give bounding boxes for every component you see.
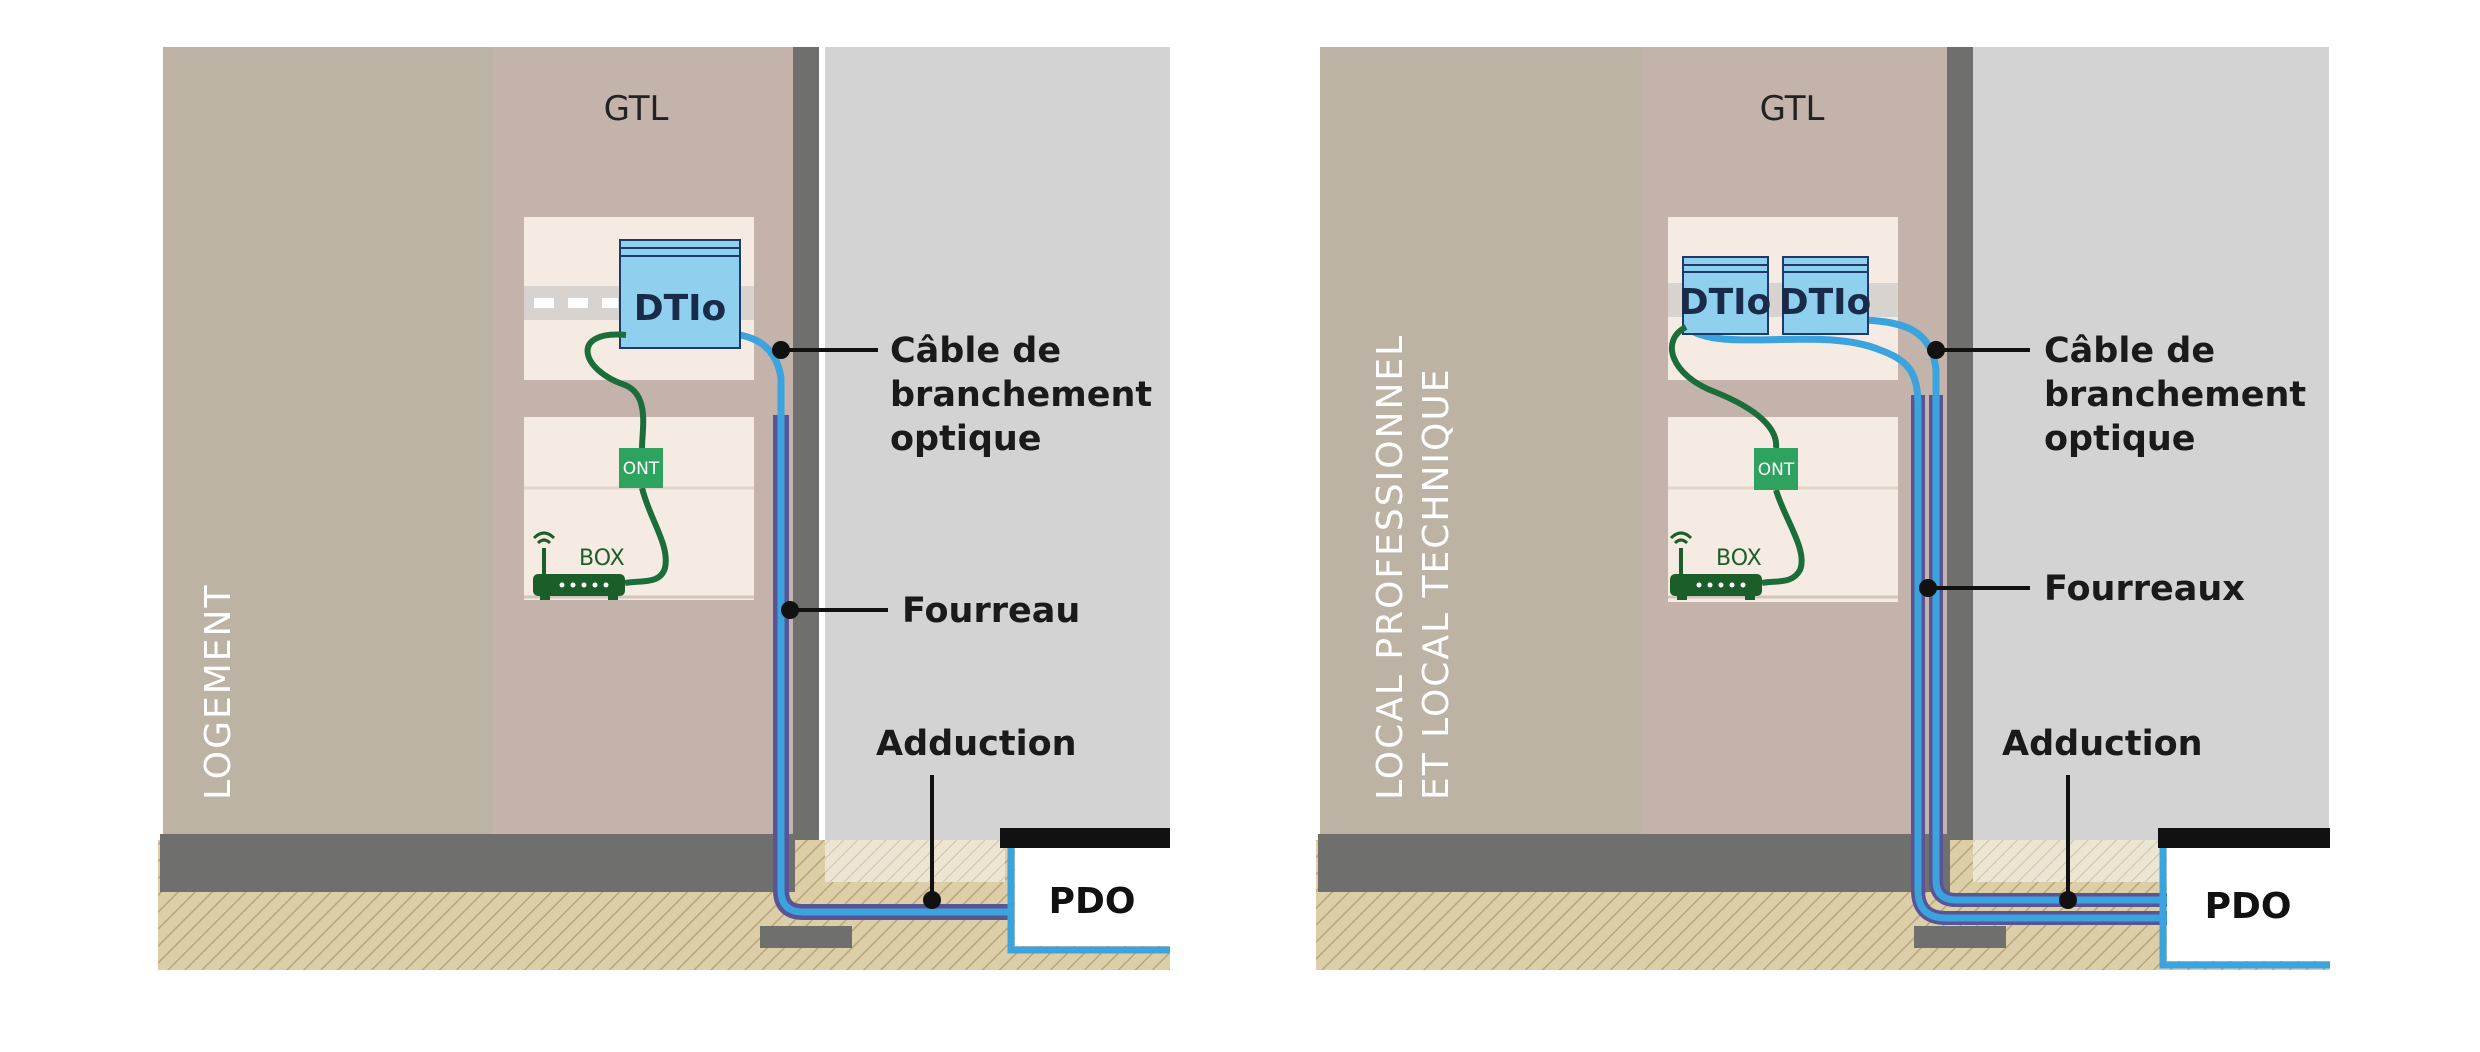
right-optical-cable-2	[1864, 316, 2170, 904]
left-footing	[760, 926, 852, 948]
right-vertical-label-1: LOCAL PROFESSIONNEL	[1370, 334, 1411, 800]
right-gtl-label: GTL	[1760, 89, 1825, 129]
right-wall-local	[1320, 47, 1642, 839]
right-fourreaux-label: Fourreaux	[2044, 569, 2245, 609]
left-ont-label: ONT	[623, 459, 660, 479]
left-cable-label-2: branchement	[890, 375, 1152, 415]
right-ont-label: ONT	[1758, 460, 1795, 480]
left-diagram: PDO DTIo ONT BOX LOGEMENT GTL	[158, 47, 1170, 970]
left-box-label: BOX	[579, 546, 625, 571]
right-vertical-label-2: ET LOCAL TECHNIQUE	[1416, 368, 1457, 800]
right-cable-label-2: branchement	[2044, 375, 2306, 415]
right-cable-label-3: optique	[2044, 419, 2196, 459]
left-exterior-zone	[825, 47, 1170, 840]
left-pdo-box	[1015, 848, 1170, 946]
left-green-patch-cord	[584, 331, 669, 586]
right-exterior-zone	[1973, 47, 2329, 840]
right-dtio-label-b: DTIo	[1779, 282, 1872, 323]
right-optical-cable-1	[1683, 324, 2170, 922]
right-box-label: BOX	[1716, 546, 1762, 571]
right-green-patch-cord	[1668, 324, 1805, 586]
left-vertical-label: LOGEMENT	[198, 584, 239, 800]
right-pdo-box	[2167, 848, 2330, 961]
left-adduction-label: Adduction	[876, 724, 1077, 764]
right-dtio-box-a	[1682, 256, 1769, 335]
left-fourreau-label: Fourreau	[902, 591, 1080, 631]
right-concrete-slab	[1318, 834, 1950, 892]
left-dtio-label: DTIo	[634, 288, 727, 329]
right-adduction-label: Adduction	[2002, 724, 2203, 764]
left-ont-box	[619, 448, 663, 488]
right-dtio-label-a: DTIo	[1679, 282, 1772, 323]
left-pdo-label: PDO	[1049, 881, 1136, 922]
right-diagram: PDO DTIo DTIo ONT BOX LOCAL P	[1316, 47, 2330, 970]
right-pdo-label: PDO	[2205, 886, 2292, 927]
left-box-panel	[524, 417, 754, 600]
left-gtl-label: GTL	[604, 89, 669, 129]
right-footing	[1914, 926, 2006, 948]
right-dtio-box-b	[1782, 256, 1869, 335]
left-dtio-box	[619, 239, 741, 349]
right-cable-label-1: Câble de	[2044, 331, 2215, 371]
left-box-router-icon	[532, 531, 625, 600]
left-optical-cable	[739, 331, 1010, 916]
left-cable-label-3: optique	[890, 419, 1042, 459]
left-wall-logement	[163, 47, 493, 839]
right-box-router-icon	[1669, 531, 1762, 600]
right-concrete-wall	[1947, 47, 1973, 917]
right-ont-box	[1754, 448, 1798, 490]
left-concrete-wall	[793, 47, 819, 917]
left-concrete-slab	[160, 834, 795, 892]
left-cable-label-1: Câble de	[890, 331, 1061, 371]
